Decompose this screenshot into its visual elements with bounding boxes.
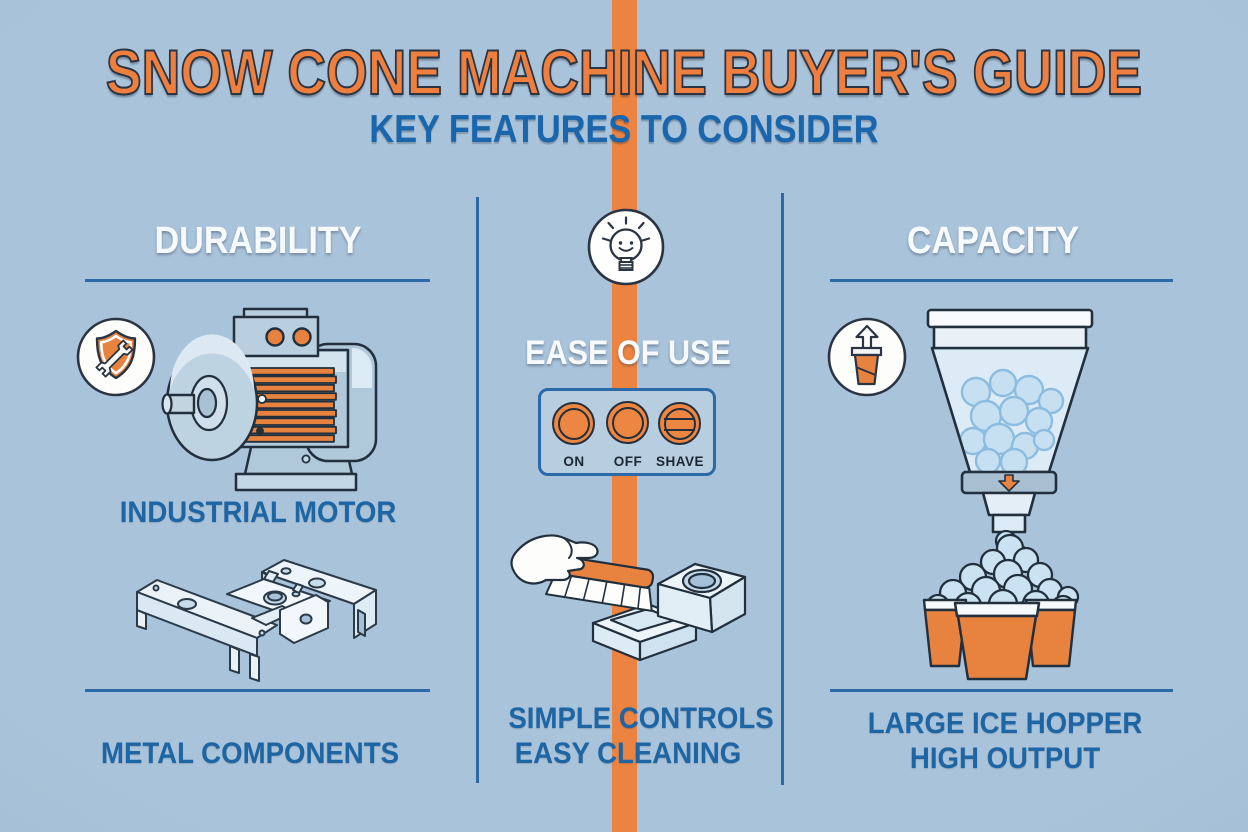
ice-hopper-illustration [922, 308, 1094, 681]
ease-caption-line1: SIMPLE CONTROLS [508, 702, 774, 735]
capacity-caption-line2: HIGH OUTPUT [909, 742, 1101, 775]
off-button-label: OFF [613, 454, 643, 469]
ease-caption-line2: EASY CLEANING [514, 737, 742, 770]
shield-wrench-icon [76, 317, 156, 397]
ease-of-use-heading: EASE OF USE [525, 334, 731, 372]
capacity-bottom-rule [830, 689, 1173, 692]
durability-caption-metal: METAL COMPONENTS [101, 737, 399, 770]
shave-button-label: SHAVE [655, 454, 705, 469]
divider-left [476, 197, 479, 783]
poster-subtitle: KEY FEATURES TO CONSIDER [369, 108, 879, 151]
lightbulb-icon [587, 208, 665, 286]
durability-caption-motor: INDUSTRIAL MOTOR [119, 496, 397, 529]
on-button-label: ON [563, 454, 585, 469]
metal-components-illustration [136, 559, 377, 682]
shave-button [658, 402, 701, 445]
off-button [606, 401, 649, 444]
industrial-motor-illustration [161, 307, 378, 492]
cup-increase-icon [827, 317, 907, 397]
durability-bottom-rule [85, 689, 430, 692]
durability-top-rule [85, 279, 430, 282]
capacity-heading: CAPACITY [906, 220, 1080, 262]
poster-title: SNOW CONE MACHINE BUYER'S GUIDE [105, 38, 1143, 108]
shave-button-slots [664, 418, 695, 431]
on-button [552, 402, 595, 445]
capacity-top-rule [830, 279, 1173, 282]
control-panel-illustration: ON OFF SHAVE [538, 388, 716, 476]
durability-heading: DURABILITY [154, 220, 362, 262]
cleaning-illustration [510, 534, 747, 662]
divider-right [781, 193, 784, 785]
capacity-caption-line1: LARGE ICE HOPPER [867, 707, 1143, 740]
